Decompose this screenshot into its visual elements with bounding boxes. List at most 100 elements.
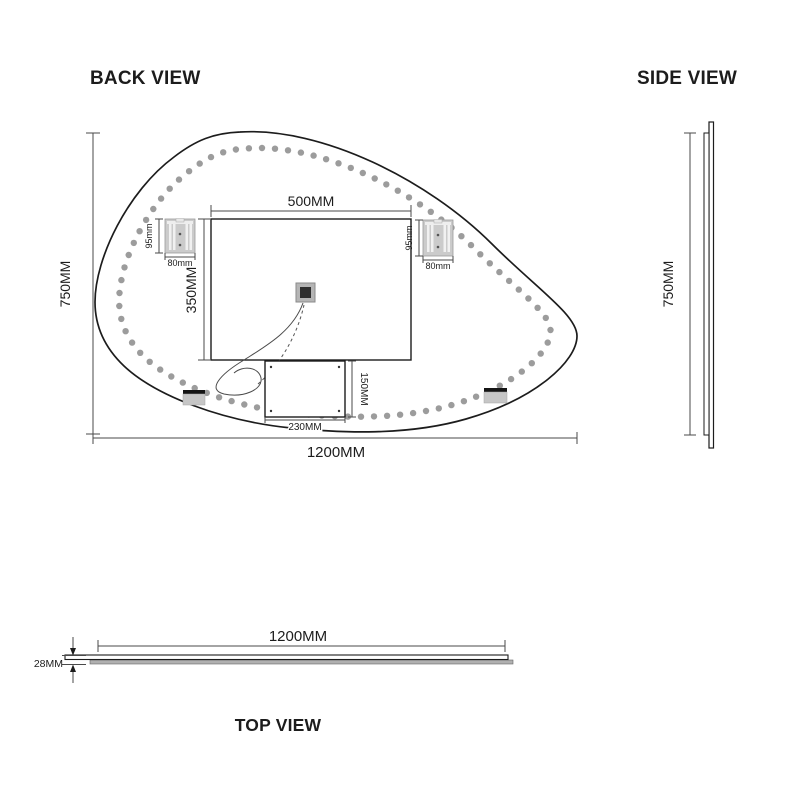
led-dot	[525, 295, 532, 302]
led-dot	[396, 411, 404, 418]
led-dot	[335, 160, 342, 167]
top-view-title: TOP VIEW	[235, 715, 322, 735]
top-profile-glass	[64, 654, 509, 661]
led-dot	[435, 405, 442, 412]
right-hanging-bracket	[422, 219, 454, 257]
back-width-dimension: 1200MM	[92, 432, 578, 461]
side-height-label: 750MM	[660, 261, 676, 308]
led-dot	[175, 176, 183, 183]
led-dot	[150, 205, 157, 213]
driver-height-dimension: 150MM	[348, 360, 371, 418]
led-dot	[347, 164, 354, 172]
led-dot	[394, 187, 401, 194]
led-dot	[220, 149, 227, 156]
led-dot	[116, 302, 123, 310]
right-bracket-width-label: 80mm	[425, 261, 450, 271]
left-bracket-height-dimension: 95mm	[144, 218, 163, 254]
back-height-label: 750MM	[57, 261, 73, 308]
led-dot	[544, 339, 551, 346]
led-dot	[232, 146, 240, 153]
led-dot	[191, 384, 198, 392]
led-dot	[271, 145, 279, 152]
junction-box	[295, 282, 316, 303]
back-height-dimension: 750MM	[57, 132, 100, 435]
frame-width-dimension: 500MM	[210, 193, 412, 217]
led-dot	[359, 169, 366, 177]
driver-width-dimension: 230MM	[264, 417, 346, 435]
led-dot	[496, 382, 503, 389]
led-dot	[409, 409, 417, 417]
led-dot	[472, 393, 480, 400]
frame-width-label: 500MM	[288, 193, 335, 209]
led-dot	[357, 413, 365, 420]
led-dot	[137, 349, 144, 356]
led-dot	[185, 168, 193, 175]
led-dot	[130, 239, 137, 247]
led-dot	[241, 401, 248, 408]
led-dot	[371, 175, 378, 182]
back-width-label: 1200MM	[307, 444, 365, 461]
led-dot	[146, 358, 153, 365]
top-view: 1200MM 28MM TOP VIEW	[34, 628, 514, 735]
led-dot	[116, 289, 123, 297]
led-dot	[118, 315, 125, 323]
left-bracket-height-label: 95mm	[144, 223, 154, 248]
led-dot	[258, 144, 266, 152]
left-hanging-bracket	[164, 218, 196, 254]
led-dot	[528, 360, 535, 367]
back-view-title: BACK VIEW	[90, 68, 201, 89]
led-dot	[344, 413, 352, 420]
led-dot	[157, 366, 164, 373]
led-dot	[422, 407, 430, 415]
side-height-dimension: 750MM	[660, 132, 696, 436]
led-dot	[547, 326, 554, 334]
frame-height-dimension: 350MM	[183, 218, 210, 361]
led-dot	[166, 185, 173, 192]
bottom-clip-left	[182, 390, 206, 406]
right-bracket-width-dimension: 80mm	[422, 256, 454, 271]
side-profile-glass	[708, 121, 715, 449]
left-bracket-width-label: 80mm	[167, 258, 192, 268]
led-dot	[542, 314, 549, 322]
right-bracket-height-label: 95mm	[404, 225, 414, 250]
led-dot	[427, 208, 434, 215]
led-dot	[179, 379, 186, 386]
side-view: SIDE VIEW 750MM	[637, 68, 737, 449]
led-dot	[121, 264, 128, 271]
led-dot	[228, 397, 235, 405]
led-dot	[118, 276, 125, 284]
side-view-title: SIDE VIEW	[637, 68, 737, 89]
side-profile-backing	[703, 132, 710, 436]
led-dot	[136, 228, 143, 235]
led-dot	[477, 251, 484, 258]
power-cable	[215, 302, 304, 396]
led-dot	[128, 339, 136, 346]
frame-height-label: 350MM	[183, 267, 199, 314]
led-dot	[157, 195, 165, 202]
led-dot	[467, 241, 475, 249]
led-dot	[125, 251, 132, 259]
driver-height-label: 150MM	[358, 372, 369, 405]
led-dot	[460, 398, 468, 405]
top-thickness-label: 28MM	[34, 658, 63, 670]
led-dot	[215, 394, 223, 401]
bottom-clip-right	[483, 388, 508, 404]
led-dot	[142, 216, 150, 224]
led-dot	[518, 368, 525, 375]
led-dot	[448, 401, 455, 409]
led-dot	[534, 304, 541, 311]
led-dot	[168, 373, 175, 380]
led-dot	[416, 201, 424, 208]
led-dot	[196, 160, 203, 167]
top-width-label: 1200MM	[269, 628, 327, 645]
top-width-dimension: 1200MM	[97, 628, 506, 652]
led-dot	[486, 260, 493, 267]
led-dot	[310, 152, 317, 159]
led-strip-dots	[116, 144, 554, 420]
led-dot	[496, 268, 503, 276]
led-dot	[322, 156, 330, 163]
driver-width-label: 230MM	[288, 422, 321, 433]
back-view: BACK VIEW 750MM 1200MM 500MM	[57, 68, 578, 461]
led-dot	[122, 328, 129, 335]
